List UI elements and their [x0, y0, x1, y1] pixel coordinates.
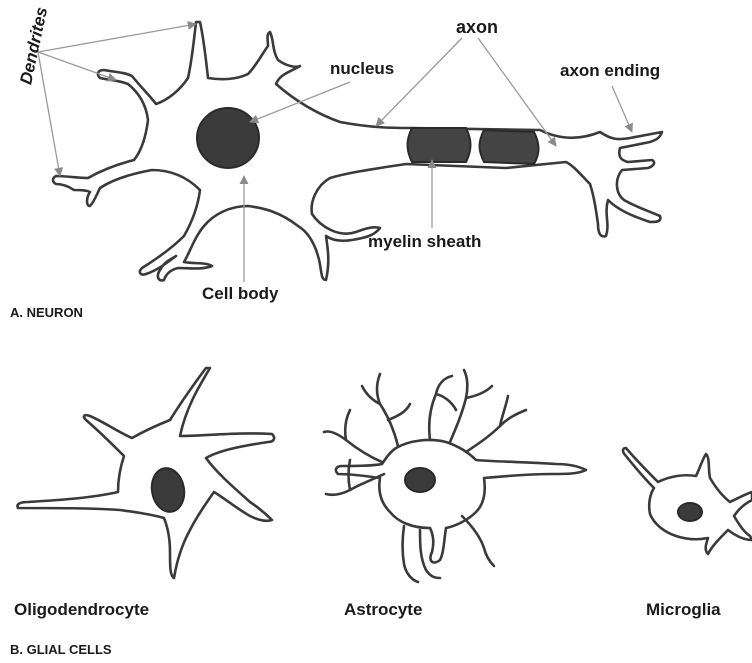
- dendrites-pointer-3: [38, 52, 60, 176]
- nucleus-label: nucleus: [330, 60, 394, 77]
- myelin-sheath-segments: [408, 128, 539, 164]
- axon-ending-pointer: [612, 86, 632, 132]
- astrocyte-nucleus: [405, 468, 435, 492]
- astrocyte-branch-7: [403, 526, 419, 582]
- microglia-outline: [623, 448, 752, 554]
- cell-body-label: Cell body: [202, 285, 279, 302]
- axon-pointer-1: [376, 38, 462, 126]
- astrocyte-branch-4: [466, 396, 526, 452]
- astrocyte-branch-2: [429, 376, 456, 440]
- astrocyte-branch-5: [324, 410, 382, 462]
- astrocyte-cell: [324, 370, 586, 582]
- dendrites-pointer-1: [38, 24, 196, 52]
- astrocyte-branch-8: [462, 516, 494, 566]
- astrocyte-label: Astrocyte: [344, 601, 422, 618]
- oligodendrocyte-nucleus: [148, 466, 187, 515]
- astrocyte-branch-3: [450, 370, 492, 442]
- neuron-nucleus: [197, 108, 259, 168]
- oligodendrocyte-outline: [17, 368, 274, 578]
- microglia-label: Microglia: [646, 601, 721, 618]
- myelin-segment-1: [408, 128, 471, 162]
- oligodendrocyte-label: Oligodendrocyte: [14, 601, 149, 618]
- myelin-segment-2: [480, 130, 539, 164]
- microglia-nucleus: [678, 503, 702, 521]
- dendrites-pointer-2: [38, 52, 116, 80]
- oligodendrocyte-cell: [17, 368, 274, 578]
- axon-ending-label: axon ending: [560, 62, 660, 79]
- myelin-sheath-label: myelin sheath: [368, 233, 481, 250]
- section-b-title: B. GLIAL CELLS: [10, 643, 112, 656]
- astrocyte-branch-1: [362, 374, 410, 446]
- nucleus-pointer: [250, 82, 350, 122]
- axon-label: axon: [456, 18, 498, 36]
- section-a-title: A. NEURON: [10, 306, 83, 319]
- microglia-cell: [623, 448, 752, 554]
